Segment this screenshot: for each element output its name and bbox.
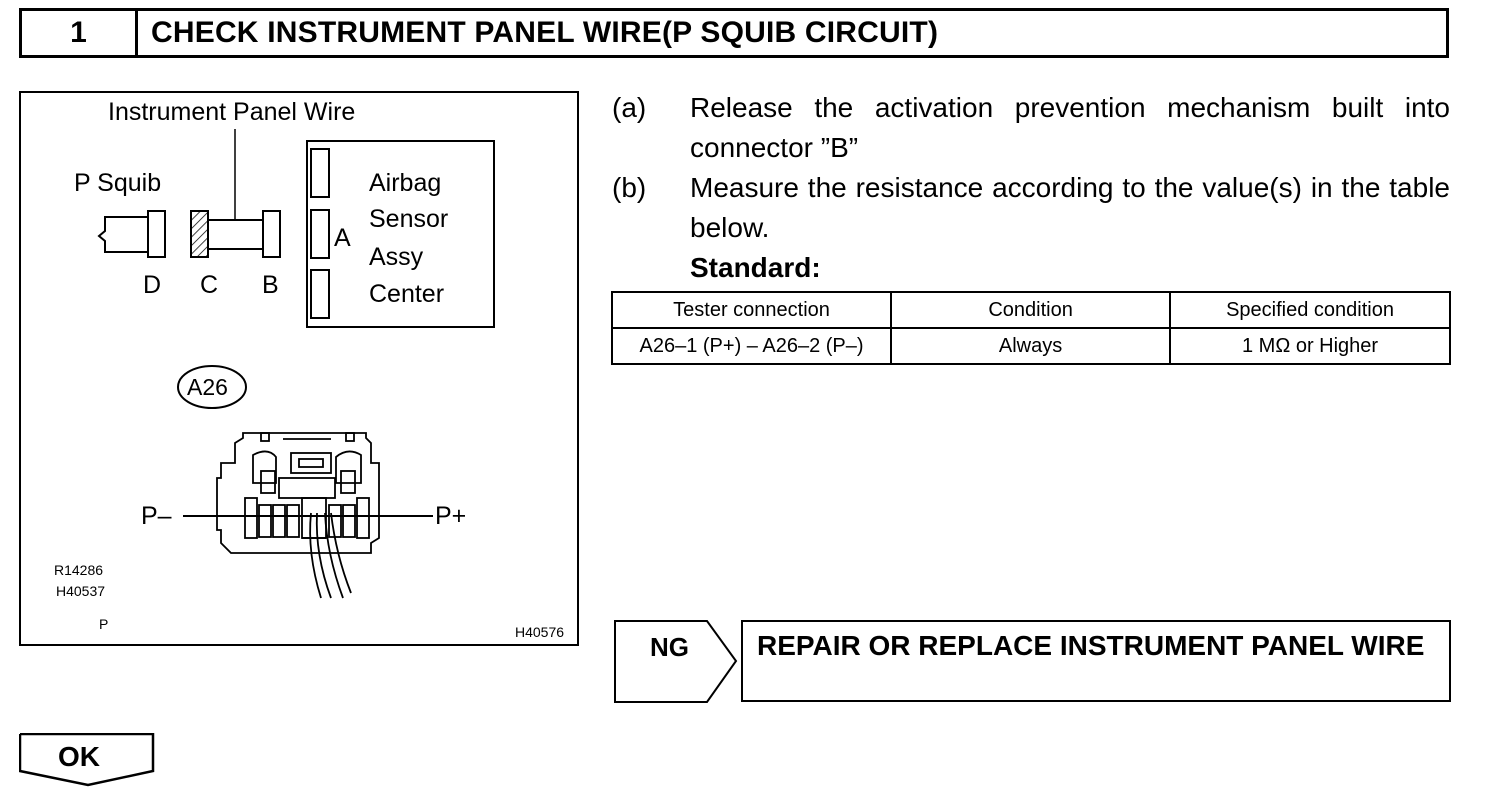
ref-code-1: R14286	[54, 562, 104, 578]
wiring-diagram	[97, 129, 495, 599]
standard-label: Standard:	[690, 252, 821, 283]
spec-table: Tester connection Condition Specified co…	[610, 291, 1451, 365]
letter-a: A	[334, 224, 351, 252]
table-header-cell: Specified condition	[1169, 291, 1451, 329]
step-header: 1 CHECK INSTRUMENT PANEL WIRE(P SQUIB CI…	[19, 8, 1449, 58]
connector-id-ellipse	[177, 365, 247, 409]
ng-label: NG	[650, 632, 689, 662]
connector-c	[190, 210, 209, 258]
table-header-row: Tester connection Condition Specified co…	[610, 291, 1451, 329]
sensor-line-1: Airbag	[369, 169, 442, 197]
step-title: CHECK INSTRUMENT PANEL WIRE(P SQUIB CIRC…	[151, 16, 939, 49]
pin-plus-label: P+	[435, 502, 467, 530]
table-cell: 1 MΩ or Higher	[1169, 327, 1451, 365]
procedure-steps: (a) Release the activation prevention me…	[612, 88, 1450, 288]
sensor-line-4: Center	[369, 280, 445, 308]
ng-arrow-box	[614, 620, 738, 703]
figure-code: H40576	[515, 624, 565, 640]
p-mark: P	[99, 616, 109, 632]
p-squib-label: P Squib	[74, 169, 162, 197]
wire-body	[207, 219, 264, 250]
pin-minus-label: P–	[141, 502, 172, 530]
letter-c: C	[200, 271, 219, 299]
repair-action-box: REPAIR OR REPLACE INSTRUMENT PANEL WIRE	[741, 620, 1451, 702]
letter-b: B	[262, 271, 279, 299]
wiring-figure: Instrument Panel Wire P Squib D C B A Ai…	[19, 91, 579, 646]
connector-d	[147, 210, 166, 258]
step-number: 1	[22, 11, 138, 55]
connector-id-label: A26	[187, 374, 228, 400]
connector-b	[262, 210, 281, 258]
sensor-connector-1	[310, 148, 330, 198]
sensor-connector-a	[310, 209, 330, 259]
ok-label: OK	[58, 741, 100, 772]
table-cell: A26–1 (P+) – A26–2 (P–)	[610, 327, 893, 365]
ok-arrow-box	[19, 733, 155, 787]
sensor-connector-3	[310, 269, 330, 319]
step-a-text: Release the activation prevention mechan…	[690, 92, 1450, 163]
step-b-tag: (b)	[612, 172, 647, 203]
p-squib-plug	[97, 216, 148, 253]
letter-d: D	[143, 271, 162, 299]
step-b-text: Measure the resistance according to the …	[690, 172, 1450, 243]
sensor-line-3: Assy	[369, 243, 424, 271]
step-a: (a) Release the activation prevention me…	[612, 88, 1450, 168]
table-header-cell: Tester connection	[610, 291, 893, 329]
step-b: (b) Measure the resistance according to …	[612, 168, 1450, 248]
table-row: A26–1 (P+) – A26–2 (P–) Always 1 MΩ or H…	[610, 327, 1451, 365]
step-a-tag: (a)	[612, 92, 647, 123]
airbag-sensor-box	[306, 140, 495, 328]
a26-connector-face	[216, 432, 380, 599]
ref-code-2: H40537	[56, 583, 106, 599]
instrument-panel-wire-label: Instrument Panel Wire	[108, 98, 356, 126]
table-header-cell: Condition	[890, 291, 1172, 329]
table-cell: Always	[890, 327, 1172, 365]
sensor-line-2: Sensor	[369, 205, 449, 233]
